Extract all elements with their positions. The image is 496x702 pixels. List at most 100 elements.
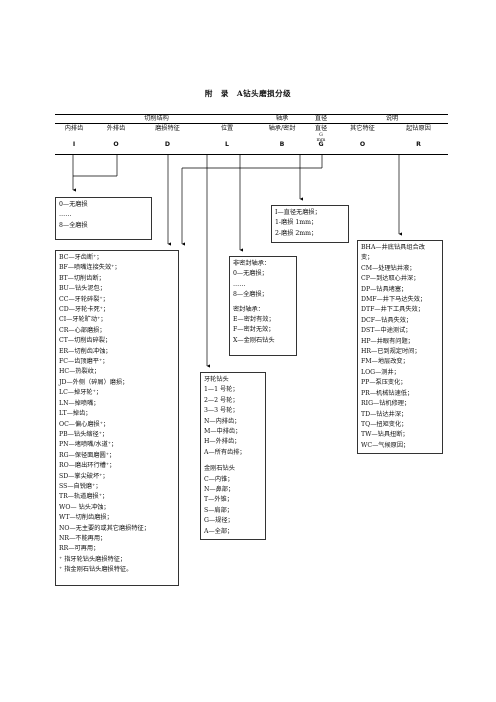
group-cutting-structure: 切削结构: [144, 115, 169, 122]
list-item: PP—泵压变化；: [361, 379, 407, 387]
code-outer: O: [113, 141, 119, 148]
list-item: 3—3 号轮；: [204, 407, 239, 415]
list-item: PN—堵喷嘴/水道⁺；: [59, 441, 118, 449]
list-item: BT—切削齿断；: [59, 274, 105, 282]
group-diameter: 直径: [314, 115, 328, 122]
list-item: M—中排齿；: [204, 428, 242, 436]
list-item: CD—牙轮卡死⁺；: [59, 306, 110, 314]
col-inner-rows: 内排齿: [64, 125, 84, 132]
col-wear-feature: 磨损特征: [155, 125, 180, 132]
list-item: CI—牙轮旷动⁺；: [59, 316, 107, 324]
col-pull-reason: 起钻原因: [406, 125, 431, 132]
list-item: HR—已到规定时间；: [361, 348, 421, 356]
diameter-unit: G mm: [316, 133, 326, 143]
col-diameter: 直径: [314, 125, 328, 132]
list-item: 8—全磨损；: [233, 291, 268, 299]
list-item: DST—中途测试；: [361, 327, 412, 335]
code-diameter: G: [318, 141, 324, 148]
col-bearing-seal: 轴承/密封: [268, 125, 296, 132]
list-item: 变；: [361, 254, 374, 262]
list-item: 金刚石钻头: [204, 465, 235, 473]
list-item: SS—自锐磨⁺；: [59, 482, 102, 490]
list-item: 2-磨损 2mm；: [275, 229, 318, 237]
list-item: 1-磨损 1mm；: [275, 219, 318, 227]
list-item: 1—1 号轮；: [204, 386, 239, 394]
list-item: RO—磨出环行槽⁺；: [59, 462, 116, 470]
list-item: N—内排齿；: [204, 417, 241, 425]
list-item: PB—钻头缩径⁺；: [59, 430, 109, 438]
group-remarks: 说明: [385, 115, 399, 122]
list-item: T—外锥；: [204, 496, 233, 504]
code-bearing: B: [279, 141, 285, 148]
list-item: CM—处理钻井液；: [361, 264, 416, 272]
list-item: WT—切削齿磨损；: [59, 514, 113, 522]
list-item: LN—掉喷嘴；: [59, 399, 100, 407]
list-item: 0—无磨损；: [233, 270, 268, 278]
list-item: 8—全磨损: [59, 221, 88, 229]
list-item: TR—轨道磨损⁺；: [59, 493, 109, 501]
col-other-features: 其它特征: [350, 125, 375, 132]
list-item: FM—地层改变；: [361, 358, 409, 366]
list-item: C—内锥；: [204, 475, 234, 483]
list-item: PR—机械钻速低；: [361, 389, 414, 397]
list-item: NR—不能再用；: [59, 534, 107, 542]
list-item: HC—热裂纹；: [59, 368, 101, 376]
table-rule: [55, 114, 448, 115]
list-item: A—所有齿排；: [204, 448, 246, 456]
list-item: RG—保径面磨圆⁺；: [59, 451, 116, 459]
list-item: S—肩部；: [204, 506, 233, 514]
list-item: CR—心部磨损；: [59, 326, 106, 334]
list-item: G—规径；: [204, 517, 234, 525]
list-item: TD—钻达井深；: [361, 410, 408, 418]
list-item: ER—切削齿冲蚀；: [59, 347, 112, 355]
bearing-box: 非密封轴承： 0—无磨损； …… 8—全磨损； 密封轴承： E—密封有效； F—…: [229, 256, 297, 356]
pull-reason-box: BHA—井底钻具组合改 变； CM—处理钻井液； CP—到达取心井深； DP—钻…: [357, 240, 443, 454]
list-item: BU—钻头泥包；: [59, 285, 106, 293]
list-item: LC—掉牙轮⁺；: [59, 389, 103, 397]
list-item: LOG—测井；: [361, 368, 400, 376]
list-item: JD—外侧（碎屑）磨损；: [59, 378, 129, 386]
list-item: TW—钻具扭断；: [361, 431, 409, 439]
footnote: ⁺ 指金刚石钻头磨损特征。: [59, 566, 133, 574]
list-item: CC—牙轮碎裂⁺；: [59, 295, 109, 303]
list-item: DCF—钻具失效；: [361, 316, 413, 324]
list-item: FC—齿顶磨平⁺；: [59, 358, 109, 366]
wear-feature-box: BC—牙齿断⁺； BF—喷嘴连接失效⁺； BT—切削齿断； BU—钻头泥包； C…: [55, 250, 179, 586]
list-item: WC—气候原因；: [361, 441, 410, 449]
page-title: 附 录 A钻头磨损分级: [204, 89, 292, 98]
col-location: 位置: [220, 125, 234, 132]
list-item: BHA—井底钻具组合改: [361, 244, 425, 251]
code-other: O: [359, 141, 366, 148]
list-item: WO— 钻头冲蚀；: [59, 503, 110, 511]
list-item: ……: [233, 280, 246, 288]
list-item: DMF—井下马达失效；: [361, 296, 427, 304]
footnote: ⁺ 指牙轮钻头磨损特征；: [59, 555, 127, 563]
list-item: BC—牙齿断⁺；: [59, 254, 103, 261]
code-location: L: [225, 141, 229, 148]
list-item: I—直径无磨损；: [275, 209, 321, 216]
list-item: F—密封无效；: [233, 326, 275, 334]
col-outer-rows: 外排齿: [106, 125, 126, 132]
list-item: RR—可再用；: [59, 545, 100, 553]
list-item: 0—无磨损: [59, 201, 88, 208]
code-reason: R: [416, 141, 421, 148]
location-box: 牙轮钻头 1—1 号轮； 2—2 号轮； 3—3 号轮； N—内排齿； M—中排…: [200, 372, 266, 540]
list-item: CT—切削齿碎裂；: [59, 337, 112, 345]
list-item: BF—喷嘴连接失效⁺；: [59, 264, 121, 272]
list-item: H—外排齿；: [204, 438, 241, 446]
list-item: NO—无主要的或其它磨损特征；: [59, 524, 150, 532]
list-item: HP—井眼有问题；: [361, 337, 414, 345]
code-wear: D: [164, 141, 171, 148]
list-item: 牙轮钻头: [204, 376, 229, 383]
list-item: CP—到达取心井深；: [361, 275, 420, 283]
list-item: 2—2 号轮；: [204, 396, 239, 404]
list-item: 密封轴承：: [233, 305, 264, 313]
wear-code-header-table: 切削结构 轴承 直径 说明 内排齿 外排齿 磨损特征 位置 轴承/密封 直径 其…: [55, 114, 448, 155]
list-item: SD—掌尖破坏⁺；: [59, 472, 109, 480]
list-item: E—密封有效；: [233, 316, 275, 324]
list-item: DTF—井下工具失效；: [361, 306, 424, 314]
inner-wear-box: 0—无磨损 …… 8—全磨损: [55, 197, 152, 240]
diameter-box: I—直径无磨损； 1-磨损 1mm； 2-磨损 2mm；: [271, 205, 349, 243]
table-rule: [55, 154, 448, 155]
